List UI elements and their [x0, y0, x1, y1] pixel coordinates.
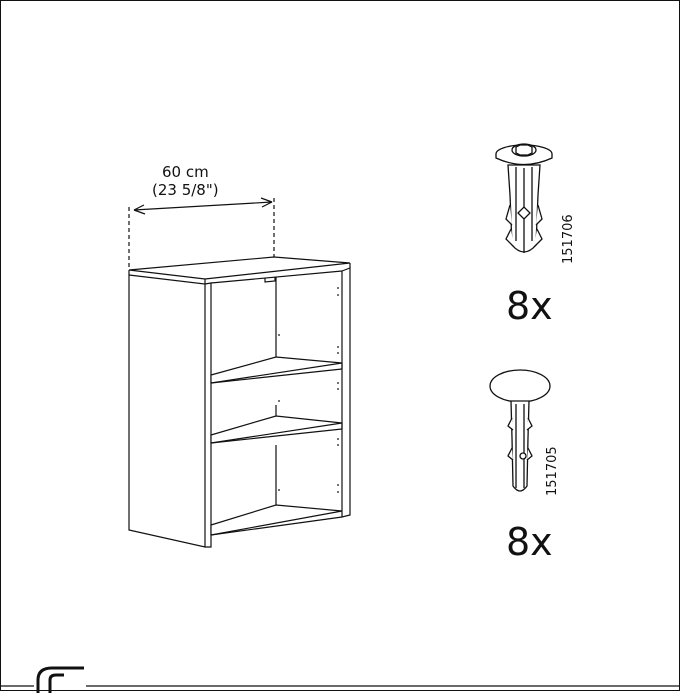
width-imperial-label: (23 5/8") [152, 181, 219, 199]
dimension-arrow [133, 201, 273, 211]
bookcase-illustration [128, 197, 351, 548]
quantity-151706: 8x [506, 284, 553, 328]
quantity-151705: 8x [506, 520, 553, 564]
corner-bracket-icon [36, 666, 84, 693]
shelf-support-dowel-icon [489, 369, 551, 492]
part-number-151706: 151706 [561, 214, 576, 264]
width-metric-label: 60 cm [162, 163, 209, 181]
part-number-151705: 151705 [545, 446, 560, 496]
cam-dowel-icon [495, 143, 553, 253]
